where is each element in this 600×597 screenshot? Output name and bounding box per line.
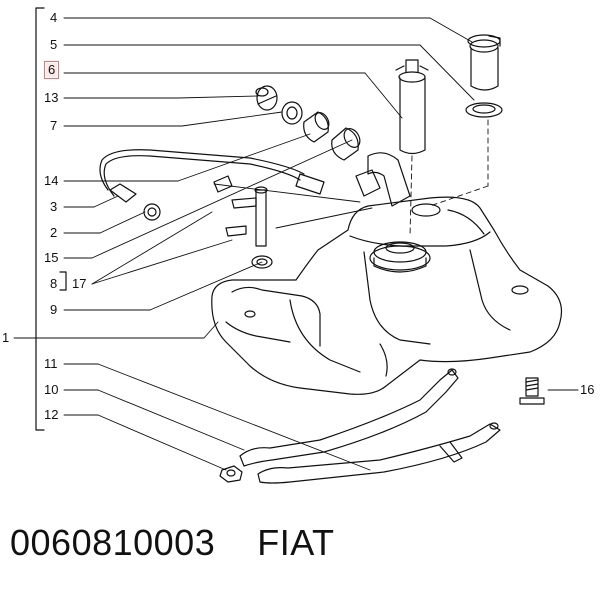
tank-strap-11 <box>257 422 501 484</box>
vent-valve-13 <box>255 85 278 111</box>
bolt-16 <box>519 377 545 405</box>
callout-3: 3 <box>50 199 58 214</box>
callout-13: 13 <box>44 90 59 105</box>
callout-16: 16 <box>580 382 595 397</box>
callout-6-highlighted: 6 <box>43 61 60 79</box>
filler-neck-4 <box>467 34 501 91</box>
callout-11: 11 <box>44 356 58 371</box>
filler-elbow <box>355 152 411 207</box>
seal-ring-5 <box>465 102 503 118</box>
leader-lines <box>13 17 579 471</box>
callout-9: 9 <box>50 302 58 317</box>
callout-14: 14 <box>44 173 59 188</box>
callout-7: 7 <box>50 118 58 133</box>
fuel-tank-1 <box>211 196 563 395</box>
sender-unit-6 <box>395 59 429 155</box>
nut-12 <box>219 465 243 483</box>
callout-12: 12 <box>44 407 59 422</box>
callout-4: 4 <box>50 10 58 25</box>
bushing-15 <box>331 127 361 161</box>
callout-8: 8 <box>50 276 58 291</box>
part-number: 0060810003 <box>10 522 216 563</box>
bushing-14 <box>303 111 330 143</box>
tank-strap-10 <box>239 368 459 467</box>
brand-name: FIAT <box>257 522 335 563</box>
callout-2: 2 <box>50 225 58 240</box>
grommet-7 <box>281 101 303 125</box>
hose-3 <box>99 149 325 203</box>
part-caption: 0060810003 FIAT <box>10 522 335 564</box>
callout-5: 5 <box>50 37 58 52</box>
clamp-2 <box>143 203 161 221</box>
breather-assembly <box>213 175 273 269</box>
bracket-8-17 <box>59 271 67 291</box>
callout-17: 17 <box>72 276 87 291</box>
callout-15: 15 <box>44 250 59 265</box>
bracket-frame <box>35 7 45 431</box>
callout-1: 1 <box>2 330 10 345</box>
callout-10: 10 <box>44 382 59 397</box>
